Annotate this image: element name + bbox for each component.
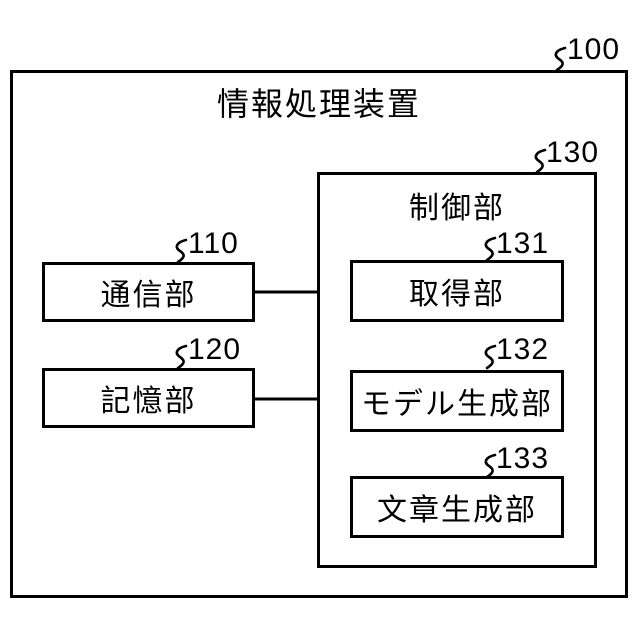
comm-unit-box: 通信部 (42, 262, 255, 322)
acquisition-unit-label: 取得部 (409, 278, 505, 311)
text-gen-ref-number: 133 (496, 442, 550, 475)
model-gen-ref-number: 132 (496, 333, 550, 366)
control-title: 制御部 (409, 192, 505, 225)
storage-unit-box: 記憶部 (42, 368, 255, 428)
model-gen-unit-box: モデル生成部 (350, 370, 564, 432)
storage-ref-number: 120 (188, 333, 242, 366)
device-title: 情報処理装置 (216, 86, 421, 122)
device-ref-number: 100 (567, 33, 621, 66)
control-ref-number: 130 (546, 136, 600, 169)
lead-line-icon (554, 46, 567, 72)
acquisition-unit-box: 取得部 (350, 260, 564, 322)
model-gen-unit-label: モデル生成部 (361, 388, 553, 421)
acquisition-ref-number: 131 (496, 227, 550, 260)
text-gen-unit-box: 文章生成部 (350, 476, 564, 538)
comm-unit-label: 通信部 (100, 279, 197, 312)
storage-unit-label: 記憶部 (100, 385, 197, 418)
comm-ref-number: 110 (188, 227, 239, 260)
text-gen-unit-label: 文章生成部 (377, 494, 537, 527)
